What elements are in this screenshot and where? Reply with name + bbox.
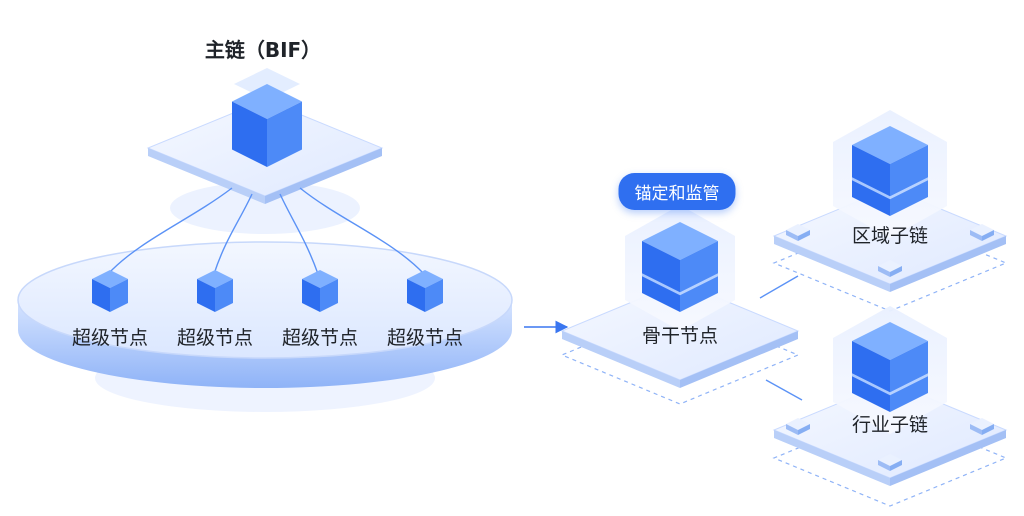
anchor-supervision-badge: 锚定和监管 xyxy=(618,173,736,210)
cube-band-right xyxy=(890,373,928,396)
regional-sub-chain xyxy=(772,110,1008,312)
connector-to-industry-chain xyxy=(765,379,803,401)
main-chain-title: 主链（BIF） xyxy=(204,38,322,62)
super-node-label-1: 超级节点 xyxy=(71,327,149,349)
cube-face-left xyxy=(852,341,890,412)
industry-sub-chain-label: 行业子链 xyxy=(851,414,929,436)
super-node-cubes xyxy=(92,270,443,312)
cube-face-left xyxy=(197,279,215,312)
connector-to-regional-chain xyxy=(759,275,799,299)
corner-pad-3 xyxy=(878,260,902,277)
connector-to-super-node-1 xyxy=(107,187,233,275)
connector-to-super-node-2 xyxy=(213,193,253,275)
regional-sub-chain-label: 区域子链 xyxy=(851,225,929,247)
regional-corner-pads xyxy=(786,224,994,277)
ring-top xyxy=(17,241,513,359)
super-node-cube-icon-2 xyxy=(197,270,233,312)
super-node-ring-platform xyxy=(17,241,513,412)
main-chain-glow xyxy=(170,182,360,234)
cube-face-left xyxy=(852,145,890,216)
cube-face-right xyxy=(320,279,338,312)
cube-band-left xyxy=(852,177,890,200)
cube-face-left xyxy=(92,279,110,312)
corner-pad-1 xyxy=(786,224,810,241)
cube-band-left xyxy=(642,273,680,296)
super-node-label-4: 超级节点 xyxy=(386,327,464,349)
cube-band-right xyxy=(680,273,718,296)
super-node-cube-icon-1 xyxy=(92,270,128,312)
cube-face-left xyxy=(302,279,320,312)
cube-face-left xyxy=(407,279,425,312)
corner-pad-2 xyxy=(970,418,994,435)
corner-pad-2 xyxy=(970,224,994,241)
main-chain-plate-side-right xyxy=(265,148,382,204)
cube-band-right xyxy=(890,177,928,200)
main-chain-connectors xyxy=(107,187,425,275)
super-node-cube-icon-4 xyxy=(407,270,443,312)
super-node-label-3: 超级节点 xyxy=(281,327,359,349)
cube-face-right xyxy=(110,279,128,312)
connector-to-super-node-3 xyxy=(279,193,319,275)
cube-face-right xyxy=(890,341,928,412)
cube-face-right xyxy=(215,279,233,312)
main-chain-plate-side-left xyxy=(148,148,265,204)
cube-band-left xyxy=(852,373,890,396)
industry-sub-chain xyxy=(772,306,1008,507)
cube-face-left xyxy=(232,101,267,167)
industry-cube-icon xyxy=(852,322,928,412)
cube-face-right xyxy=(425,279,443,312)
cube-face-right xyxy=(890,145,928,216)
backbone-node xyxy=(560,205,800,405)
corner-pad-1 xyxy=(786,418,810,435)
main-chain-platform xyxy=(146,68,384,234)
backbone-cube-icon xyxy=(642,222,718,312)
connector-to-super-node-4 xyxy=(299,187,425,275)
super-node-label-2: 超级节点 xyxy=(176,327,254,349)
regional-cube-icon xyxy=(852,126,928,216)
cube-face-left xyxy=(642,241,680,312)
backbone-node-label: 骨干节点 xyxy=(641,325,719,347)
main-chain-cube-icon xyxy=(232,84,302,167)
cube-face-right xyxy=(680,241,718,312)
cube-face-right xyxy=(267,101,302,167)
industry-corner-pads xyxy=(786,418,994,471)
super-node-cube-icon-3 xyxy=(302,270,338,312)
corner-pad-3 xyxy=(878,454,902,471)
